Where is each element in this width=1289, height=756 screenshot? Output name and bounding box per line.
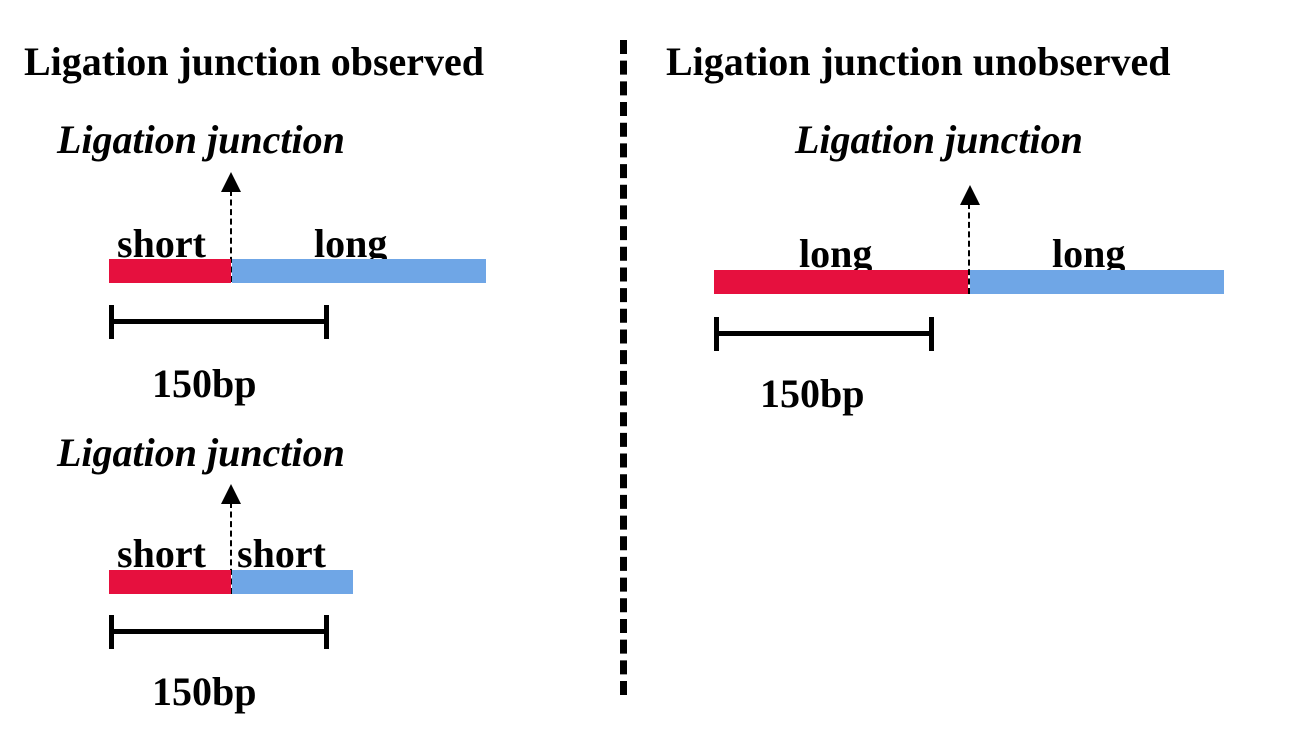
- junction-label: Ligation junction: [795, 117, 1083, 162]
- scale-bar: [714, 317, 934, 351]
- scale-bar: [109, 615, 329, 649]
- heading-unobserved: Ligation junction unobserved: [666, 39, 1171, 84]
- junction-label: Ligation junction: [57, 430, 345, 475]
- junction-arrow-head-icon: [221, 172, 241, 192]
- junction-arrow-head-icon: [221, 484, 241, 504]
- junction-arrow-head-icon: [960, 185, 980, 205]
- fragment-label-left: short: [117, 531, 206, 576]
- junction-label: Ligation junction: [57, 117, 345, 162]
- fragment-right-bar: [232, 570, 353, 594]
- fragment-label-right: short: [237, 531, 326, 576]
- fragment-left-bar: [714, 270, 968, 294]
- junction-arrow-line: [230, 502, 232, 594]
- fragment-label-right: long: [314, 221, 388, 266]
- scale-label: 150bp: [152, 669, 257, 714]
- heading-observed: Ligation junction observed: [24, 39, 485, 84]
- fragment-right-bar: [970, 270, 1224, 294]
- junction-arrow-line: [968, 203, 970, 294]
- scale-bar: [109, 305, 329, 339]
- junction-arrow-line: [230, 190, 232, 282]
- fragment-label-right: long: [1052, 231, 1126, 276]
- fragment-label-left: long: [799, 231, 873, 276]
- fragment-left-bar: [109, 570, 231, 594]
- panel-divider: [620, 40, 627, 695]
- fragment-label-left: short: [117, 221, 206, 266]
- scale-label: 150bp: [760, 371, 865, 416]
- scale-label: 150bp: [152, 361, 257, 406]
- fragment-left-bar: [109, 259, 231, 283]
- fragment-right-bar: [232, 259, 486, 283]
